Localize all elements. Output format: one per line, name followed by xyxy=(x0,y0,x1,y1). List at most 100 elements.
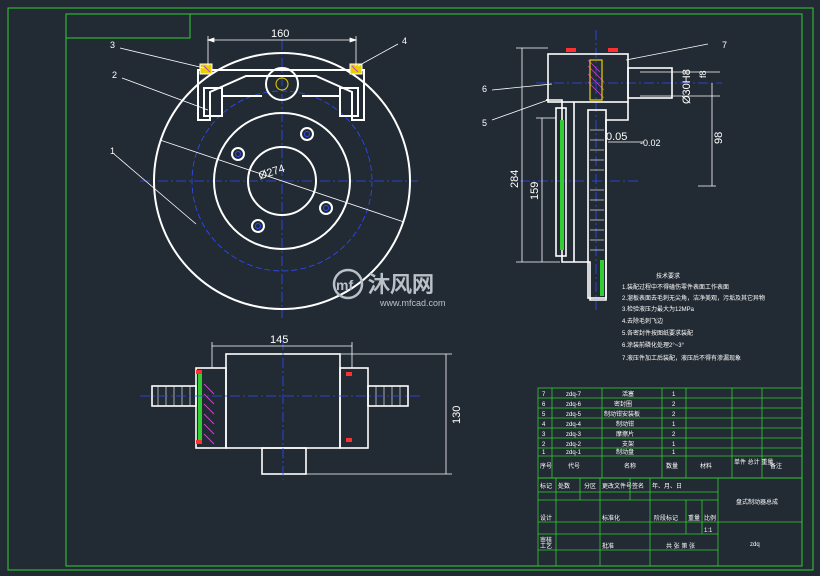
disc-hatch-mark xyxy=(203,65,359,73)
bom-row-2: 2 zdq-2 支架 1 xyxy=(542,440,676,448)
title-stage: 阶段标记 xyxy=(654,514,678,522)
disc-outline xyxy=(153,52,411,310)
drawing-text: 1 xyxy=(542,450,546,456)
bom-header: 序号 代号 名称 数量 材料 单件 总计 重量 备注 xyxy=(540,458,782,470)
drawing-text: 7 xyxy=(542,392,546,398)
bom-row-7: 7 zdq-7 活塞 1 xyxy=(542,390,676,398)
drawing-text: 1 xyxy=(672,450,676,456)
label-part-2: 2 xyxy=(112,70,117,80)
tech-notes: 技术要求 1.装配过程中不得磕伤零件表面工作表面 2.溜板表面去毛刺无尖角，洁净… xyxy=(622,272,765,362)
bom-row-5: 5 zdq-5 制动钳安装板 2 xyxy=(542,410,676,418)
drawing-text: 4 xyxy=(542,422,546,428)
watermark-name: 沐风网 xyxy=(368,272,434,297)
title-row1-date: 年、月、日 xyxy=(652,482,682,490)
bom-table: 7 zdq-7 活塞 1 6 zdq-6 密封圈 2 5 zdq-5 制动钳安装… xyxy=(537,387,803,479)
label-part-1: 1 xyxy=(110,146,115,156)
plan-red-marks xyxy=(196,370,352,444)
tech-note-5: 5.各密封件按图纸要求装配 xyxy=(622,329,693,337)
drawing-text: 5 xyxy=(542,412,546,418)
drawing-text: 支架 xyxy=(622,440,634,448)
drawing-text: 备注 xyxy=(770,462,782,470)
bom-row-6: 6 zdq-6 密封圈 2 xyxy=(542,400,676,408)
drawing-text: zdq-6 xyxy=(566,402,582,408)
plan-view: 145 130 xyxy=(140,334,463,480)
dim-98-label: 98 xyxy=(713,132,725,144)
drawing-name: 盘式制动器总成 xyxy=(736,498,778,506)
drawing-text: 摩擦片 xyxy=(616,430,634,438)
drawing-text: 数量 xyxy=(666,462,678,470)
title-row1-zone: 分区 xyxy=(584,482,596,490)
section-piston xyxy=(589,59,603,101)
drawing-text: mf xyxy=(336,277,353,293)
bom-grid xyxy=(537,387,803,479)
drawing-text: 1 xyxy=(672,392,676,398)
label-part-5: 5 xyxy=(482,118,487,128)
bom-row-1: 1 zdq-1 制动盘 1 xyxy=(542,448,676,456)
dim-diameter xyxy=(159,139,405,223)
drawing-text: zdq-2 xyxy=(566,442,582,448)
watermark: mf 沐风网 www.mfcad.com xyxy=(332,268,446,308)
title-row1-sign: 签名 xyxy=(632,482,644,490)
drawing-text: 活塞 xyxy=(622,390,634,398)
title-block: 标记 处数 分区 更改文件号 签名 年、月、日 设计 标准化 阶段标记 重量 比… xyxy=(537,477,803,567)
tech-notes-title: 技术要求 xyxy=(656,272,680,280)
drawing-text: zdq-1 xyxy=(566,450,582,456)
title-row1-mark: 标记 xyxy=(540,482,552,490)
caliper-bracket xyxy=(197,67,365,121)
dim-160-label: 160 xyxy=(271,28,289,40)
disc-bolt-holes xyxy=(231,127,333,233)
title-scale: 比例 xyxy=(704,514,716,522)
title-sheets: 共 张 第 张 xyxy=(666,542,695,550)
label-part-7: 7 xyxy=(722,40,727,50)
drawing-text: zdq-7 xyxy=(566,392,582,398)
label-part-6: 6 xyxy=(482,84,487,94)
dim-145-label: 145 xyxy=(270,334,288,346)
tech-note-7: 7.液压件加工后装配，液压后不得有渗漏现象 xyxy=(622,354,741,362)
disc-leaders xyxy=(113,43,399,225)
section-hatch xyxy=(587,59,605,99)
drawing-text: 3 xyxy=(542,432,546,438)
dim-284-label: 284 xyxy=(509,170,521,188)
drawing-text: 名称 xyxy=(624,462,636,470)
plan-dims xyxy=(211,342,452,475)
section-ribs xyxy=(590,129,604,251)
title-weight: 重量 xyxy=(688,514,700,522)
tech-note-2: 2.溜板表面去毛刺无尖角，洁净美观，污垢及其它异物 xyxy=(622,294,765,302)
title-review: 审核 xyxy=(540,536,552,544)
dim-160 xyxy=(206,36,358,66)
title-row1-count: 处数 xyxy=(558,482,570,490)
title-block-grid xyxy=(537,477,803,567)
plan-hatch xyxy=(203,383,215,445)
drawing-text: 制动盘 xyxy=(616,448,634,456)
section-seal xyxy=(560,120,604,296)
drawing-text: 制动钳安装板 xyxy=(604,410,640,418)
label-part-3: 3 xyxy=(110,40,115,50)
tech-note-3: 3.检验液压力最大为12MPa xyxy=(622,305,695,313)
dim-130-label: 130 xyxy=(451,406,463,424)
title-process: 工艺 xyxy=(540,542,552,550)
dim-159-label: 159 xyxy=(529,182,541,200)
tech-note-1: 1.装配过程中不得磕伤零件表面工作表面 xyxy=(622,283,729,291)
section-outline xyxy=(546,53,673,301)
disc-centerlines xyxy=(140,40,418,318)
drawing-text: 单件 总计 重量 xyxy=(734,458,773,466)
plan-seal xyxy=(198,372,202,444)
drawing-text: 序号 xyxy=(540,462,552,470)
drawing-text: 密封圈 xyxy=(614,400,632,408)
dim-tolerance-sub: -0.02 xyxy=(640,138,661,148)
drawing-text: zdq-3 xyxy=(566,432,582,438)
drawing-text: zdq-5 xyxy=(566,412,582,418)
drawing-text: 材料 xyxy=(700,462,712,470)
drawing-text: 1 xyxy=(672,422,676,428)
section-leaders xyxy=(491,43,709,121)
drawing-code: zdq xyxy=(750,542,760,548)
title-standard: 标准化 xyxy=(602,514,620,522)
drawing-text: 2 xyxy=(542,442,546,448)
title-scale-value: 1:1 xyxy=(704,528,713,534)
dim-bore-tol: f8 xyxy=(698,70,708,78)
drawing-text: zdq-4 xyxy=(566,422,582,428)
label-part-4: 4 xyxy=(402,36,407,46)
drawing-text: 2 xyxy=(672,402,676,408)
plan-centerlines xyxy=(140,340,420,480)
